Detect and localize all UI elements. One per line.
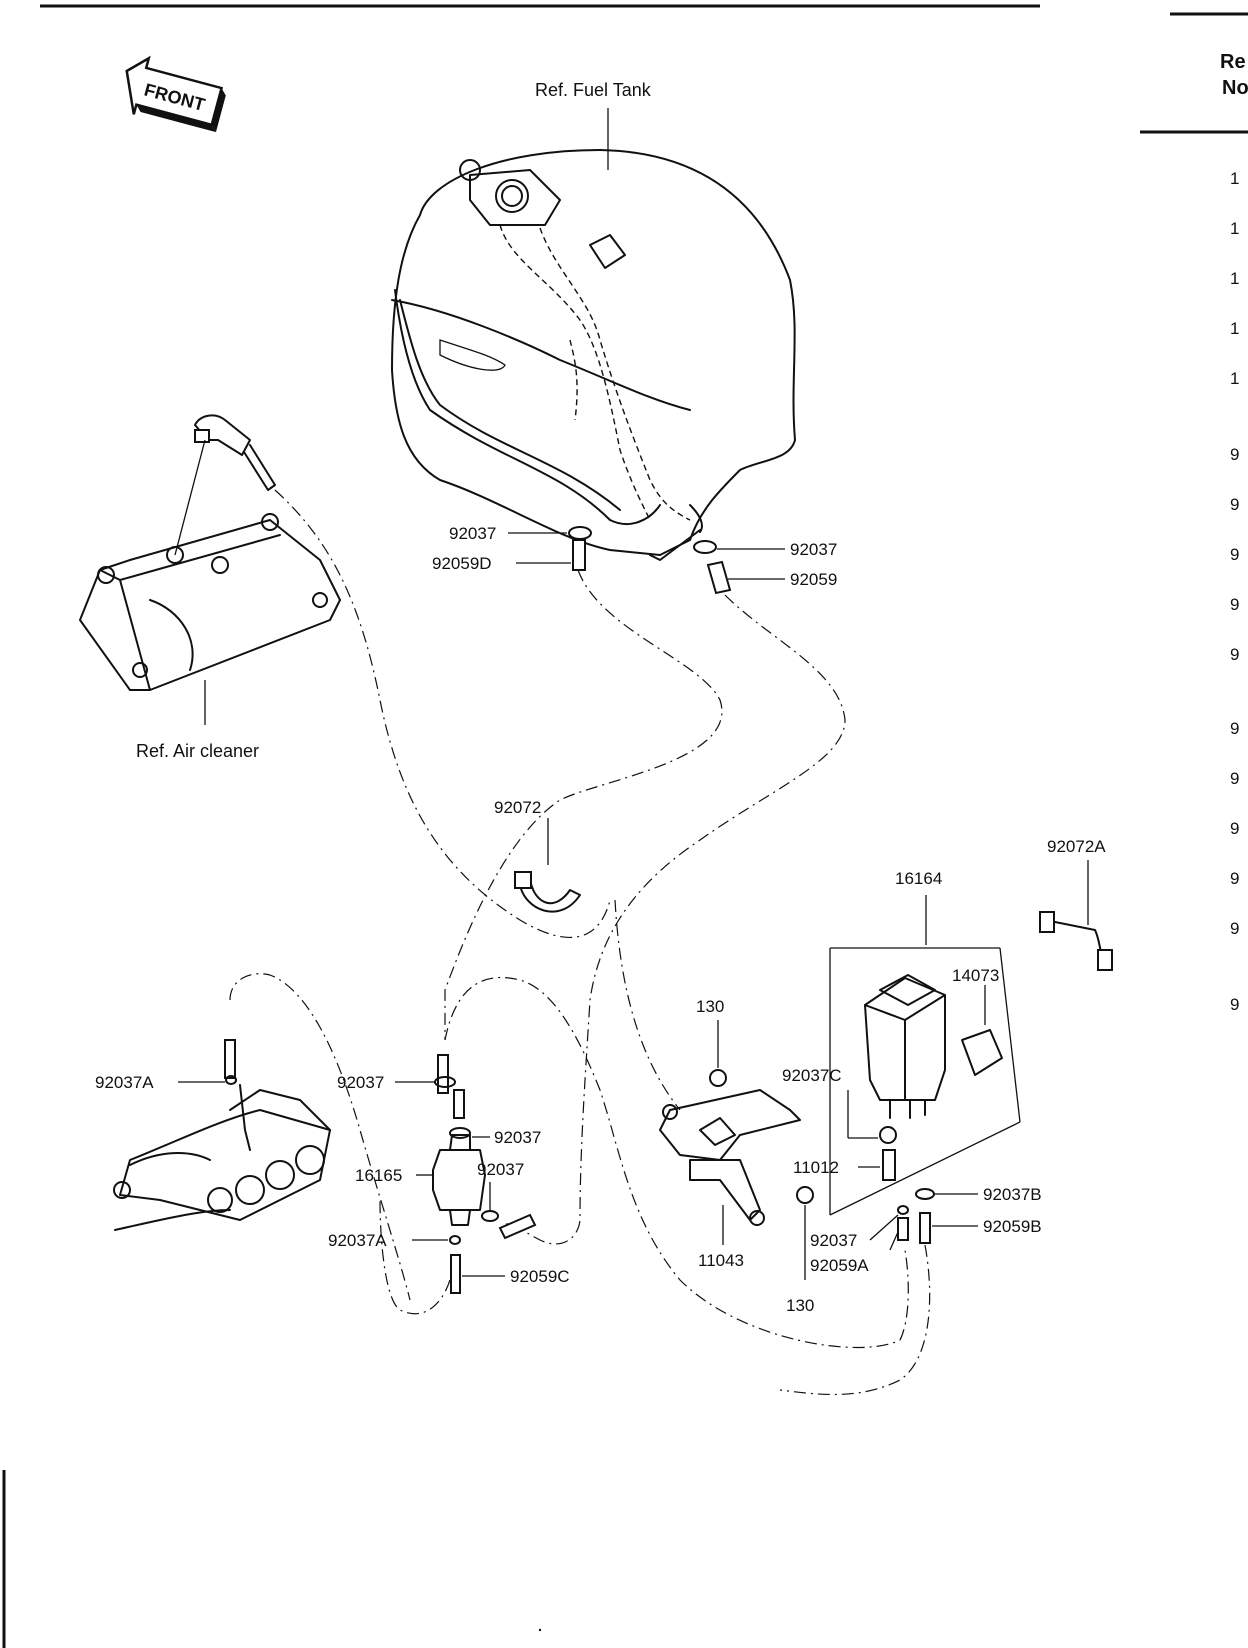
side-number: 9: [1230, 645, 1239, 664]
elbow-leader: [174, 439, 206, 556]
label-92037-tank-left: 92037: [449, 524, 496, 543]
bracket-11043: [659, 1069, 814, 1226]
side-number: 9: [1230, 545, 1239, 564]
ref-air-cleaner-label: Ref. Air cleaner: [136, 741, 259, 761]
label-92037-filter-mid: 92037: [494, 1128, 541, 1147]
label-92037b: 92037B: [983, 1185, 1042, 1204]
label-92037a-bottom: 92037A: [328, 1231, 387, 1250]
hose-bottom-loop: [379, 1199, 451, 1315]
label-92059c: 92059C: [510, 1267, 570, 1286]
side-number: 9: [1230, 445, 1239, 464]
side-number: 9: [1230, 595, 1239, 614]
label-92059-tank-right: 92059: [790, 570, 837, 589]
label-11012: 11012: [793, 1158, 839, 1177]
hose-tank-right: [504, 594, 846, 1245]
side-number: 9: [1230, 719, 1239, 738]
fuel-filter: [432, 1054, 537, 1294]
hose-manifold: [229, 973, 411, 1301]
label-92072: 92072: [494, 798, 541, 817]
hose-aircleaner: [274, 489, 611, 938]
label-92059a: 92059A: [810, 1256, 869, 1275]
label-92072a: 92072A: [1047, 837, 1106, 856]
ref-fuel-tank-label: Ref. Fuel Tank: [535, 80, 652, 100]
side-number: 9: [1230, 769, 1239, 788]
hose-filter-canister: [444, 976, 909, 1349]
label-130-top: 130: [696, 997, 724, 1016]
leader: [889, 1231, 899, 1251]
label-92037-tank-right: 92037: [790, 540, 837, 559]
side-number: 9: [1230, 919, 1239, 938]
label-16164: 16164: [895, 869, 942, 888]
clamp-92072a: [1039, 911, 1113, 971]
side-number: 1: [1230, 319, 1239, 338]
label-92037c: 92037C: [782, 1066, 842, 1085]
fuel-tank: [391, 149, 796, 561]
intake-manifold: [113, 1039, 331, 1231]
side-number: 1: [1230, 269, 1239, 288]
column-header-ref: Re: [1220, 51, 1246, 73]
page-dot: [538, 1628, 542, 1632]
tank-right-fitting: [693, 540, 732, 595]
label-92037a-left: 92037A: [95, 1073, 154, 1092]
canister-clip-14073: [961, 1029, 1003, 1076]
label-92037-filter-top: 92037: [337, 1073, 384, 1092]
side-number: 9: [1230, 995, 1239, 1014]
tank-left-fitting: [568, 526, 592, 571]
elbow-fitting: [174, 414, 276, 556]
side-number: 1: [1230, 369, 1239, 388]
front-arrow-icon: FRONT: [125, 55, 226, 133]
label-92037-filter-right: 92037: [477, 1160, 524, 1179]
label-92059d: 92059D: [432, 554, 492, 573]
hose-canister-return: [779, 1244, 931, 1396]
hose-bracket: [614, 899, 681, 1111]
column-header-no: No: [1222, 77, 1248, 99]
hose-tank-left: [444, 569, 723, 1040]
label-130-bottom: 130: [786, 1296, 814, 1315]
canister-fittings: [882, 1149, 935, 1244]
side-number: 9: [1230, 495, 1239, 514]
leader: [869, 1214, 899, 1241]
label-16165: 16165: [355, 1166, 402, 1185]
label-11043: 11043: [698, 1251, 744, 1270]
side-number: 9: [1230, 869, 1239, 888]
label-92059b: 92059B: [983, 1217, 1042, 1236]
side-number: 9: [1230, 819, 1239, 838]
label-14073: 14073: [952, 966, 999, 985]
label-92037-canister: 92037: [810, 1231, 857, 1250]
side-number: 1: [1230, 169, 1239, 188]
clamp-92072: [514, 871, 581, 913]
air-cleaner: [79, 513, 341, 691]
side-column-numbers: 1 1 1 1 1 9 9 9 9 9 9 9 9 9 9 9: [1230, 169, 1239, 1014]
side-number: 1: [1230, 219, 1239, 238]
canister-group-box: [829, 895, 1021, 1216]
canister: [864, 974, 946, 1144]
